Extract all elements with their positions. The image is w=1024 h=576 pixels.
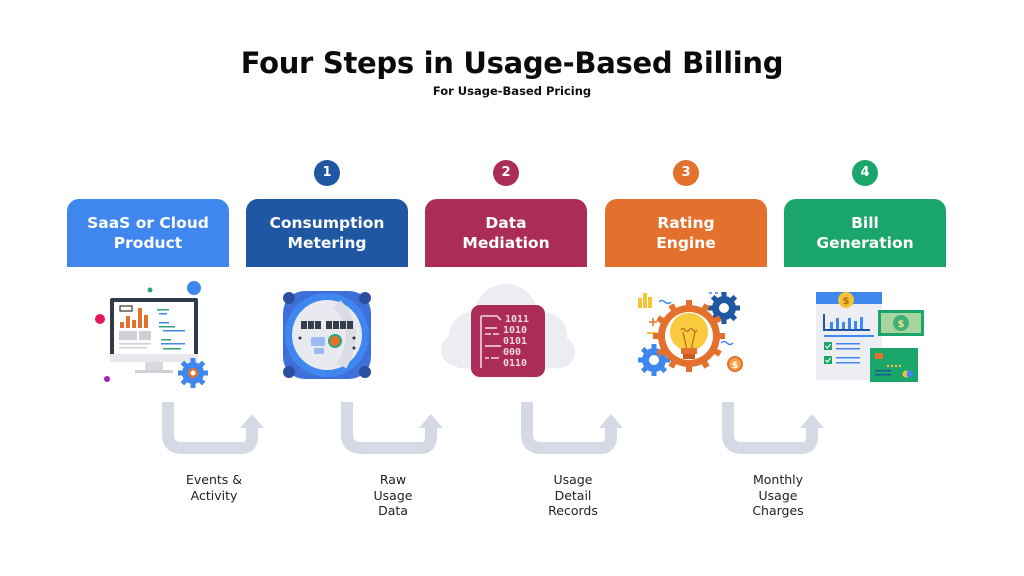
- flow-arrow: [521, 402, 623, 454]
- flow-label-line: Detail: [554, 487, 592, 503]
- stage-label-line1: SaaS or Cloud: [87, 214, 209, 232]
- svg-text:$: $: [732, 361, 738, 371]
- utility-meter-icon: [283, 291, 371, 379]
- stage-label-line1: Bill: [851, 214, 879, 232]
- svg-text:1011: 1011: [505, 314, 529, 325]
- computer-monitor-dashboard-icon: [95, 281, 208, 388]
- step-number-badge: 2: [493, 160, 519, 186]
- svg-text:1010: 1010: [503, 325, 527, 336]
- flow-label: Monthly Usage Charges: [718, 472, 838, 519]
- stage-label-line2: Metering: [287, 234, 367, 252]
- stage-label-line2: Engine: [656, 234, 716, 252]
- stage-data-mediation: 2 Data Mediation 1011 1010 0101 000 0110: [341, 0, 587, 576]
- stage-label-line2: Generation: [816, 234, 914, 252]
- stage-header: Data Mediation: [425, 199, 587, 267]
- flow-label: Usage Detail Records: [513, 472, 633, 519]
- svg-text:0101: 0101: [503, 336, 527, 347]
- page-subtitle: For Usage-Based Pricing: [432, 84, 592, 98]
- stage-label-line1: Consumption: [269, 214, 385, 232]
- stage-header: Consumption Metering: [246, 199, 408, 267]
- flow-label: Events & Activity: [154, 472, 274, 503]
- page-title: Four Steps in Usage-Based Billing: [240, 46, 784, 80]
- svg-text:000: 000: [503, 347, 521, 358]
- flow-arrow: [722, 402, 824, 454]
- stage-label-line1: Data: [485, 214, 527, 232]
- flow-label-line: Charges: [752, 503, 804, 518]
- cloud-binary-data-icon: 1011 1010 0101 000 0110: [441, 284, 575, 377]
- stage-consumption-metering: 1 Consumption Metering Events & Activity: [162, 0, 408, 576]
- stage-label-line1: Rating: [657, 214, 715, 232]
- flow-label-line: Records: [548, 503, 598, 518]
- flow-label-line: Activity: [190, 487, 238, 503]
- flow-label-line: Monthly: [752, 472, 804, 487]
- svg-text:$: $: [843, 296, 850, 307]
- flow-arrow: [341, 402, 443, 454]
- stage-header: Rating Engine: [605, 199, 767, 267]
- step-number-badge: 3: [673, 160, 699, 186]
- invoice-money-card-icon: $ $: [816, 292, 924, 382]
- flow-arrow: [162, 402, 264, 454]
- svg-text:$: $: [898, 319, 905, 330]
- stage-label-line2: Mediation: [462, 234, 550, 252]
- stage-saas-cloud-product: SaaS or Cloud Product: [67, 0, 229, 576]
- flow-label-line: Events &: [185, 472, 243, 487]
- flow-label: Raw Usage Data: [333, 472, 453, 519]
- flow-label-line: Usage: [758, 487, 798, 503]
- step-number-badge: 1: [314, 160, 340, 186]
- lightbulb-gears-icon: $: [638, 292, 743, 376]
- flow-label-line: Usage: [373, 487, 413, 503]
- flow-label-line: Raw: [379, 472, 407, 487]
- svg-text:0110: 0110: [503, 358, 527, 369]
- flow-label-line: Data: [378, 503, 408, 518]
- stage-label-line2: Product: [113, 234, 183, 252]
- stage-header: SaaS or Cloud Product: [67, 199, 229, 267]
- stage-header: Bill Generation: [784, 199, 946, 267]
- flow-label-line: Usage: [553, 472, 593, 487]
- stage-rating-engine: 3 Rating Engine: [521, 0, 767, 576]
- stage-bill-generation: 4 Bill Generation $ $ Monthly Usage Char…: [722, 0, 946, 576]
- step-number-badge: 4: [852, 160, 878, 186]
